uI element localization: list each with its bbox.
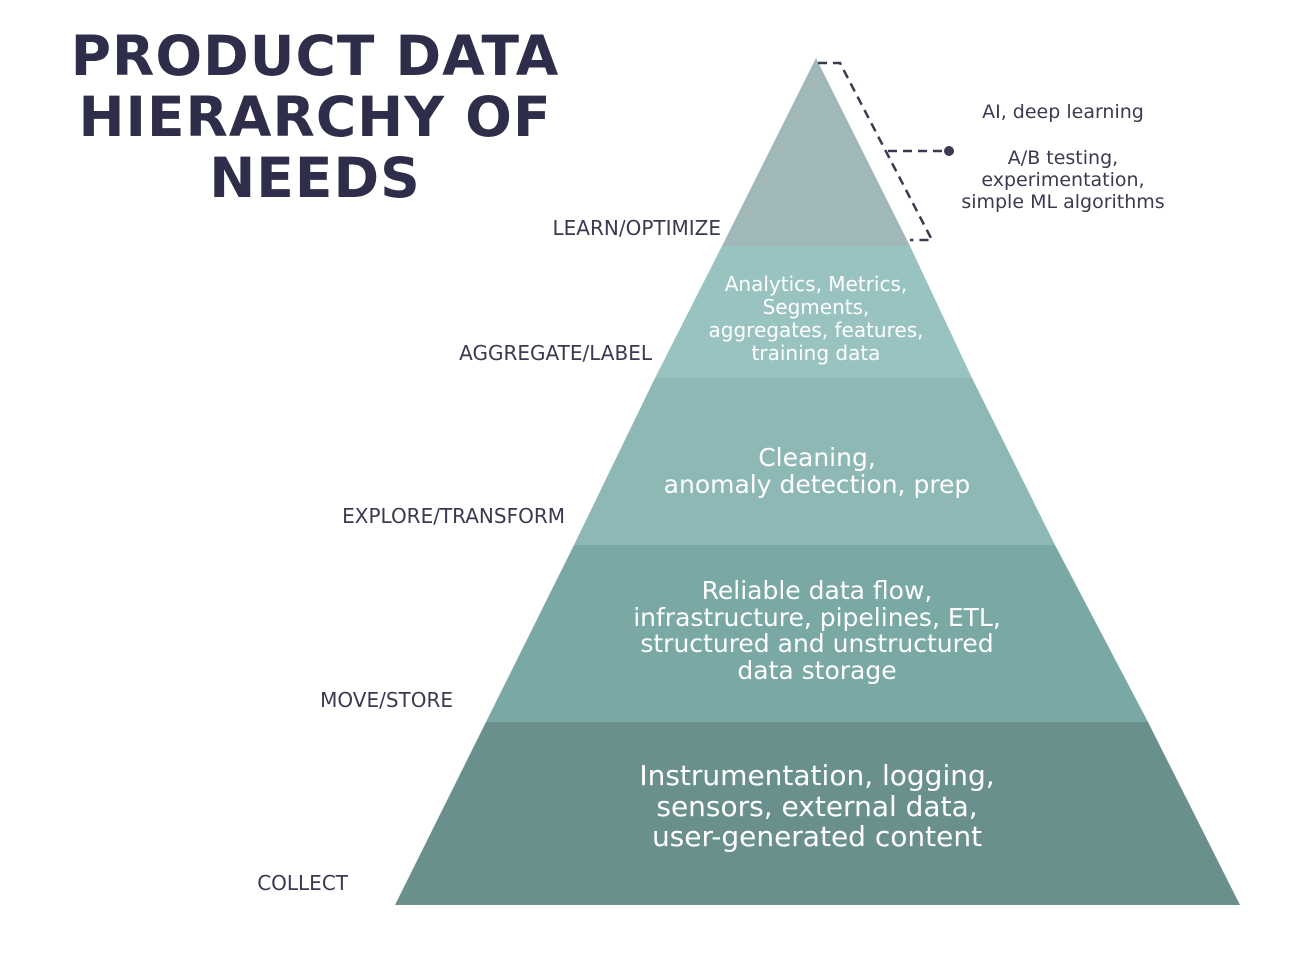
layer-text-collect: Instrumentation, logging, sensors, exter… [582,759,1052,853]
layer-text-line: Instrumentation, logging, [639,759,995,792]
layer-text-line: data storage [737,655,897,685]
layer-text-line: sensors, external data, [656,789,978,823]
layer-text-line: user-generated content [651,820,983,853]
annotation-line: A/B testing, [1007,147,1119,169]
layer-text-line: structured and unstructured [640,629,994,658]
layer-text-line: Reliable data flow, [701,576,933,605]
layer-text-move: Reliable data flow, infrastructure, pipe… [577,576,1057,685]
layer-text-line: Analytics, Metrics, [724,272,908,296]
layer-text-line: Cleaning, [758,443,876,472]
pyramid-layer-explore [574,378,1055,545]
layer-text-line: Segments, [762,295,870,319]
annotation-line: experimentation, [981,169,1145,191]
pyramid-layer-collect [395,722,1240,905]
level-label-aggregate: AGGREGATE/LABEL [459,341,652,365]
level-label-collect: COLLECT [257,871,348,895]
annotation-ai: AI, deep learning [932,101,1194,123]
layer-text-line: aggregates, features, [708,318,924,342]
title-line: PRODUCT DATA [70,24,560,88]
page-title: PRODUCT DATA HIERARCHY OF NEEDS [30,26,600,209]
level-label-learn: LEARN/OPTIMIZE [552,216,721,240]
layer-text-line: infrastructure, pipelines, ETL, [633,602,1001,632]
layer-text-aggregate: Analytics, Metrics, Segments, aggregates… [666,273,966,365]
annotation-line: AI, deep learning [982,101,1144,123]
pyramid-layer-aggregate [655,246,972,378]
layer-text-line: anomaly detection, prep [663,470,971,499]
level-label-explore: EXPLORE/TRANSFORM [342,504,565,528]
annotation-line: simple ML algorithms [961,191,1165,213]
title-line: HIERARCHY OF [78,85,552,149]
pyramid-layer-learn [722,58,910,246]
pyramid-layer-move [486,545,1148,722]
layer-text-explore: Cleaning, anomaly detection, prep [607,444,1027,498]
annotation-ab-testing: A/B testing, experimentation, simple ML … [932,147,1194,213]
title-line: NEEDS [209,146,421,210]
level-label-move: MOVE/STORE [320,688,453,712]
annotation-dot [944,146,954,156]
layer-text-line: training data [751,341,881,365]
annotation-bracket [818,61,935,242]
